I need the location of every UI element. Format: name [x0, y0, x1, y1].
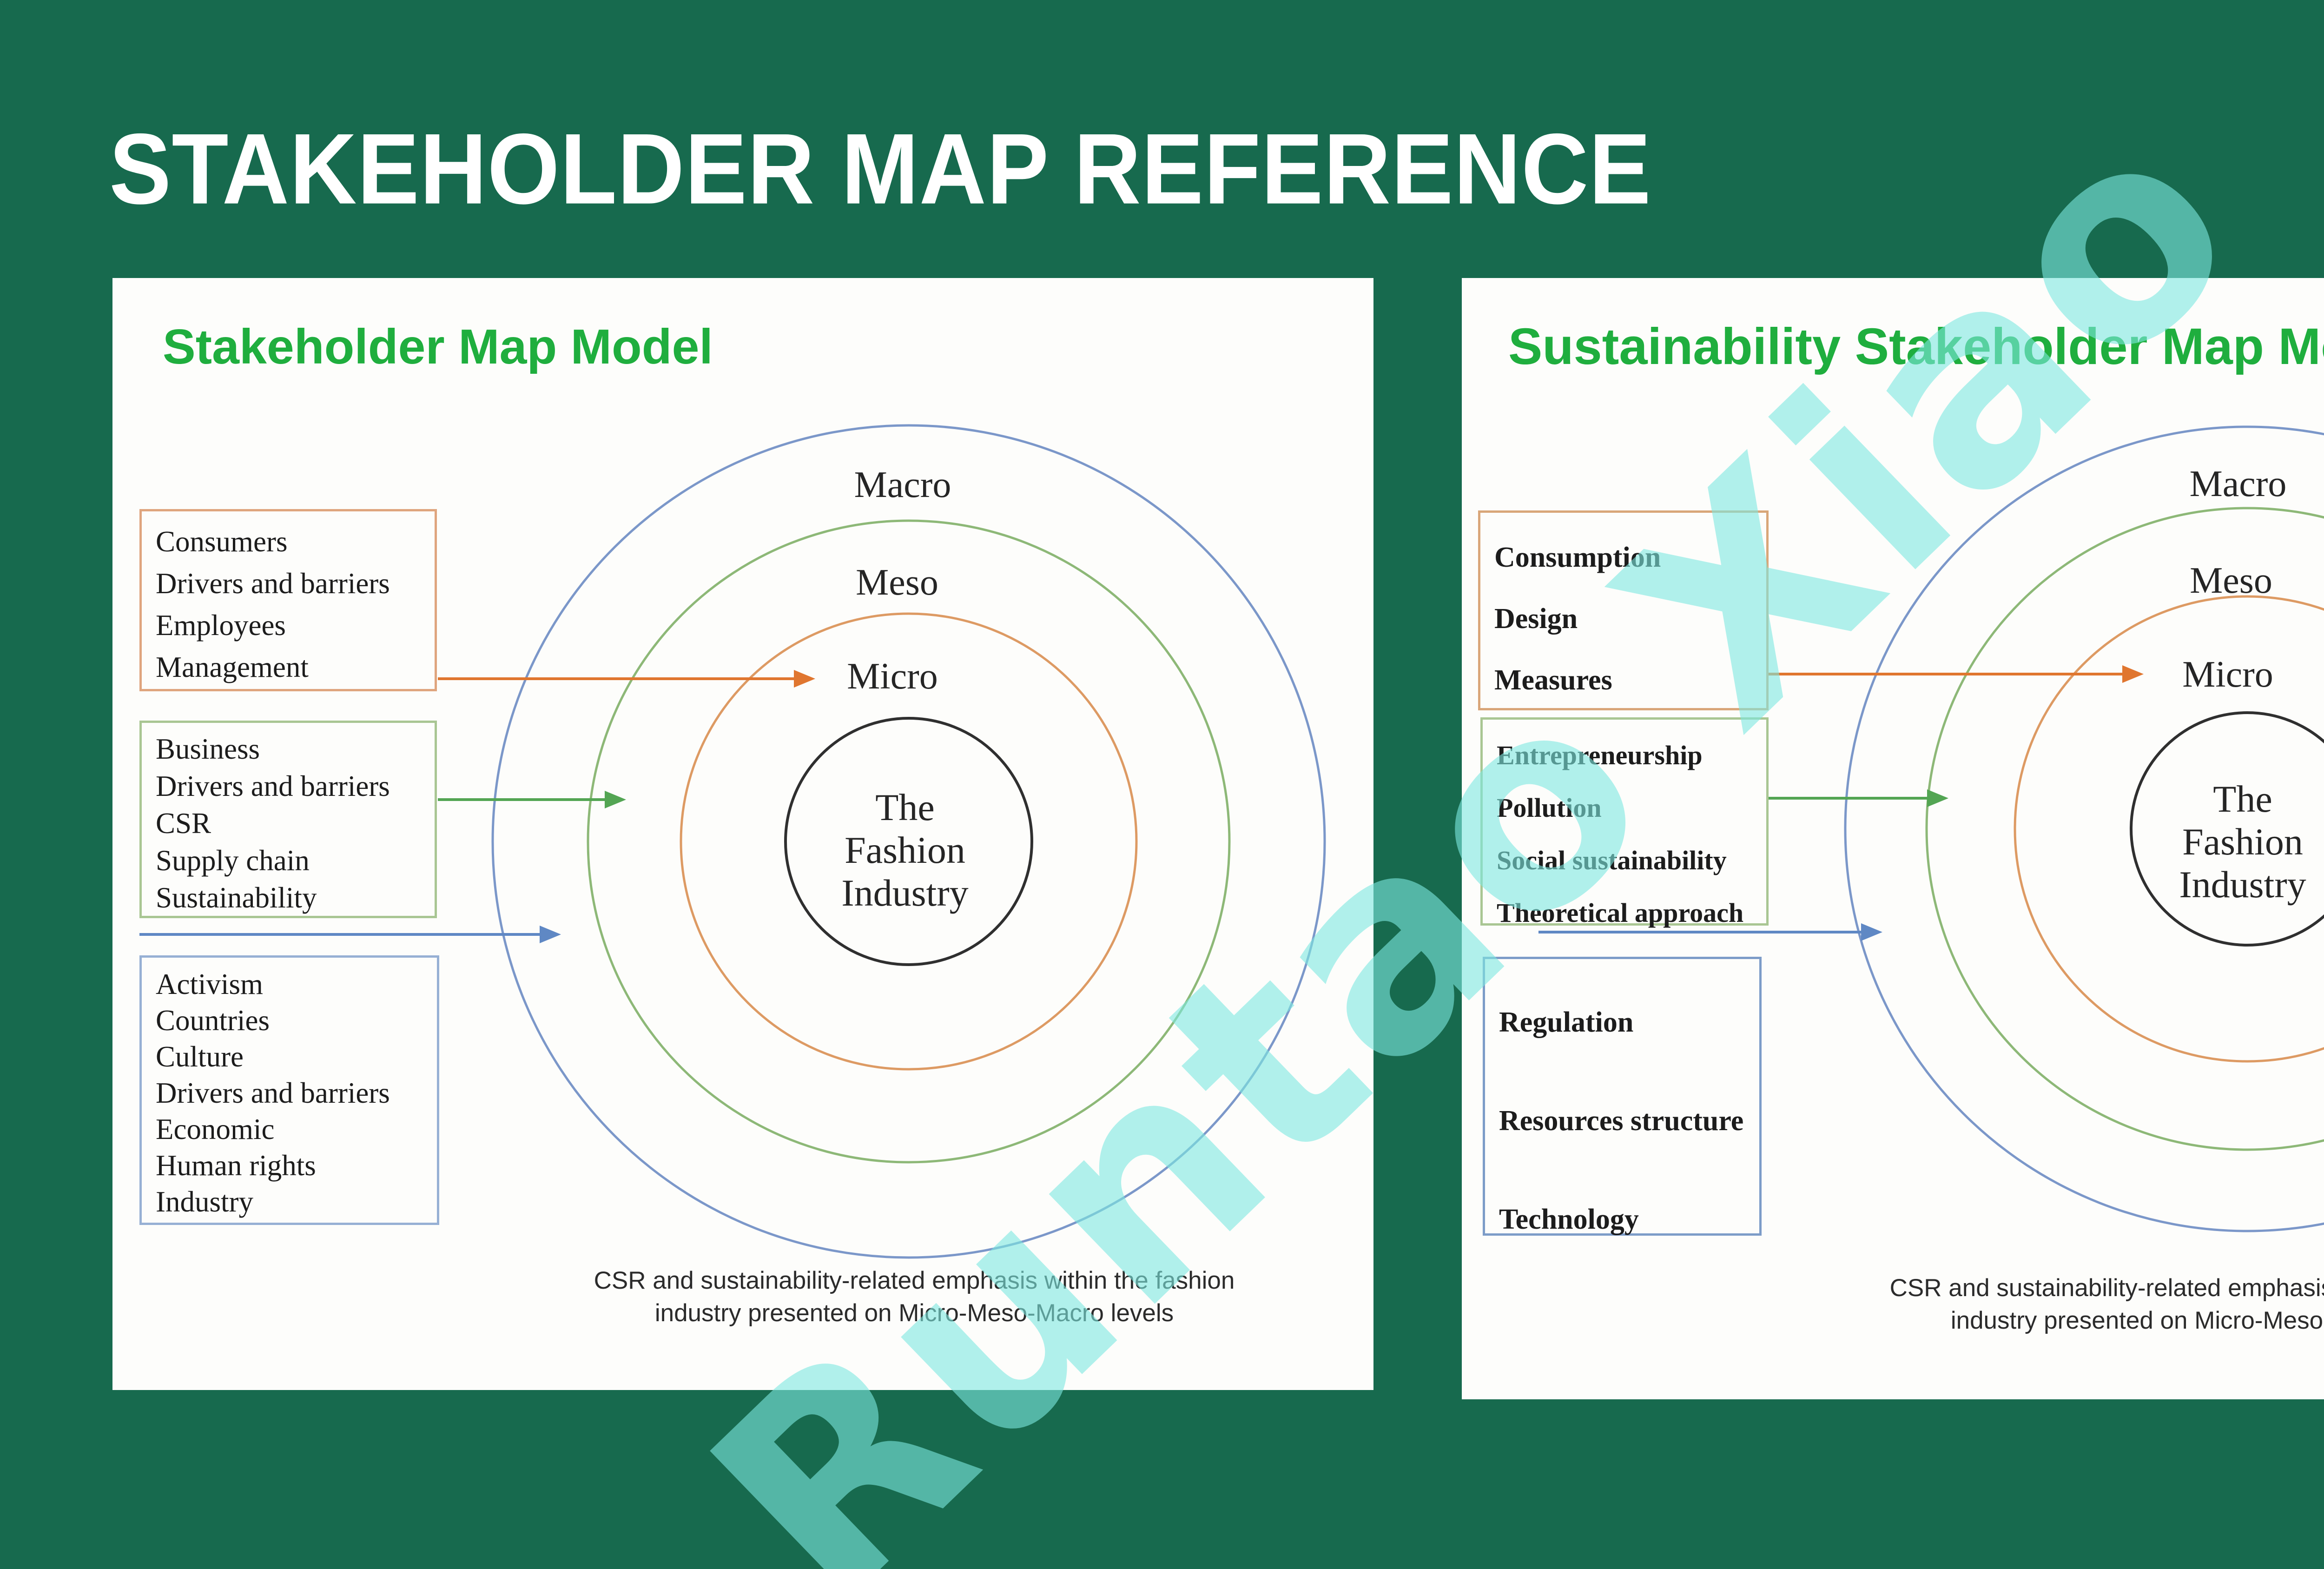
meso-ring-label: Meso — [856, 562, 938, 603]
caption-line: CSR and sustainability-related emphasis … — [594, 1267, 1235, 1294]
macro-ring — [491, 424, 1326, 1259]
fashion-industry-label: The Fashion Industry — [841, 786, 968, 914]
micro-ring — [680, 612, 1138, 1071]
box-item: Supply chain — [156, 844, 310, 877]
micro-arrowhead-icon — [794, 670, 815, 688]
box-item: Drivers and barriers — [156, 770, 390, 802]
right-panel-title: Sustainability Stakeholder Map Model — [1508, 318, 2324, 375]
fashion-industry-line: Fashion — [2182, 821, 2303, 863]
box-item: Activism — [156, 968, 263, 1000]
box-item: Countries — [156, 1004, 270, 1037]
fashion-industry-line: Industry — [2179, 863, 2306, 906]
micro-arrowhead-icon — [2122, 665, 2144, 683]
box-item: Management — [156, 651, 309, 683]
micro-ring — [2014, 595, 2324, 1063]
left-panel-title: Stakeholder Map Model — [163, 319, 713, 374]
meso-arrowhead-icon — [1927, 789, 1948, 807]
macro-ring-label: Macro — [854, 464, 951, 505]
box-item: Social sustainability — [1497, 845, 1727, 875]
box-item: Entrepreneurship — [1497, 740, 1703, 770]
macro-arrowhead-icon — [1861, 923, 1882, 941]
caption-line: industry presented on Micro-Meso-Macro l… — [1950, 1307, 2324, 1334]
box-item: Consumption — [1494, 542, 1661, 573]
micro-sustainability-box: Consumption Design Measures — [1478, 510, 1769, 710]
stakeholder-map-panel: Stakeholder Map Model Consumers Drivers … — [112, 278, 1373, 1390]
meso-ring — [1925, 507, 2324, 1151]
fashion-industry-label: The Fashion Industry — [2179, 778, 2306, 906]
macro-sustainability-box: Regulation Resources structure Technolog… — [1483, 957, 1762, 1236]
macro-ring-label: Macro — [2189, 463, 2287, 504]
box-item: Resources structure — [1499, 1105, 1744, 1137]
box-item: Human rights — [156, 1149, 316, 1182]
caption-line: industry presented on Micro-Meso-Macro l… — [654, 1299, 1174, 1327]
sustainability-stakeholder-map-panel: Sustainability Stakeholder Map Model Con… — [1462, 278, 2324, 1399]
meso-stakeholders-box: Business Drivers and barriers CSR Supply… — [139, 721, 437, 918]
fashion-industry-line: Industry — [841, 872, 969, 914]
fashion-industry-circle — [2130, 711, 2324, 947]
box-item: Consumers — [156, 525, 288, 558]
sustainability-map-diagram — [1538, 425, 2324, 1232]
fashion-industry-line: Fashion — [845, 829, 965, 871]
diagram-caption: CSR and sustainability-related emphasis … — [554, 1264, 1274, 1330]
box-item: Drivers and barriers — [156, 1077, 390, 1109]
macro-ring — [1844, 425, 2324, 1232]
fashion-industry-line: The — [2213, 778, 2272, 820]
box-item: Culture — [156, 1040, 244, 1073]
box-item: Business — [156, 733, 260, 765]
box-item: Regulation — [1499, 1006, 1634, 1038]
page-title: STAKEHOLDER MAP REFERENCE — [109, 113, 1651, 225]
meso-sustainability-box: Entrepreneurship Pollution Social sustai… — [1480, 717, 1769, 928]
micro-stakeholders-box: Consumers Drivers and barriers Employees… — [139, 509, 437, 691]
meso-arrowhead-icon — [605, 791, 626, 808]
box-item: Measures — [1494, 664, 1612, 696]
meso-ring-label: Meso — [2190, 560, 2272, 601]
box-item: CSR — [156, 807, 211, 840]
box-item: Industry — [156, 1185, 253, 1218]
macro-stakeholders-box: Activism Countries Culture Drivers and b… — [139, 955, 439, 1225]
box-item: Employees — [156, 609, 286, 642]
fashion-industry-circle — [784, 717, 1033, 966]
box-item: Theoretical approach — [1497, 898, 1744, 928]
diagram-caption: CSR and sustainability-related emphasis … — [1838, 1272, 2324, 1337]
macro-arrowhead-icon — [540, 926, 561, 943]
box-item: Economic — [156, 1113, 275, 1145]
box-item: Pollution — [1497, 793, 1602, 823]
stakeholder-map-diagram — [139, 424, 1326, 1259]
box-item: Drivers and barriers — [156, 567, 390, 600]
fashion-industry-line: The — [875, 786, 935, 828]
box-item: Sustainability — [156, 881, 317, 914]
box-item: Technology — [1499, 1204, 1639, 1235]
micro-ring-label: Micro — [847, 656, 938, 697]
caption-line: CSR and sustainability-related emphasis … — [1889, 1274, 2324, 1302]
meso-ring — [587, 519, 1231, 1164]
micro-ring-label: Micro — [2182, 654, 2273, 695]
box-item: Design — [1494, 603, 1578, 635]
